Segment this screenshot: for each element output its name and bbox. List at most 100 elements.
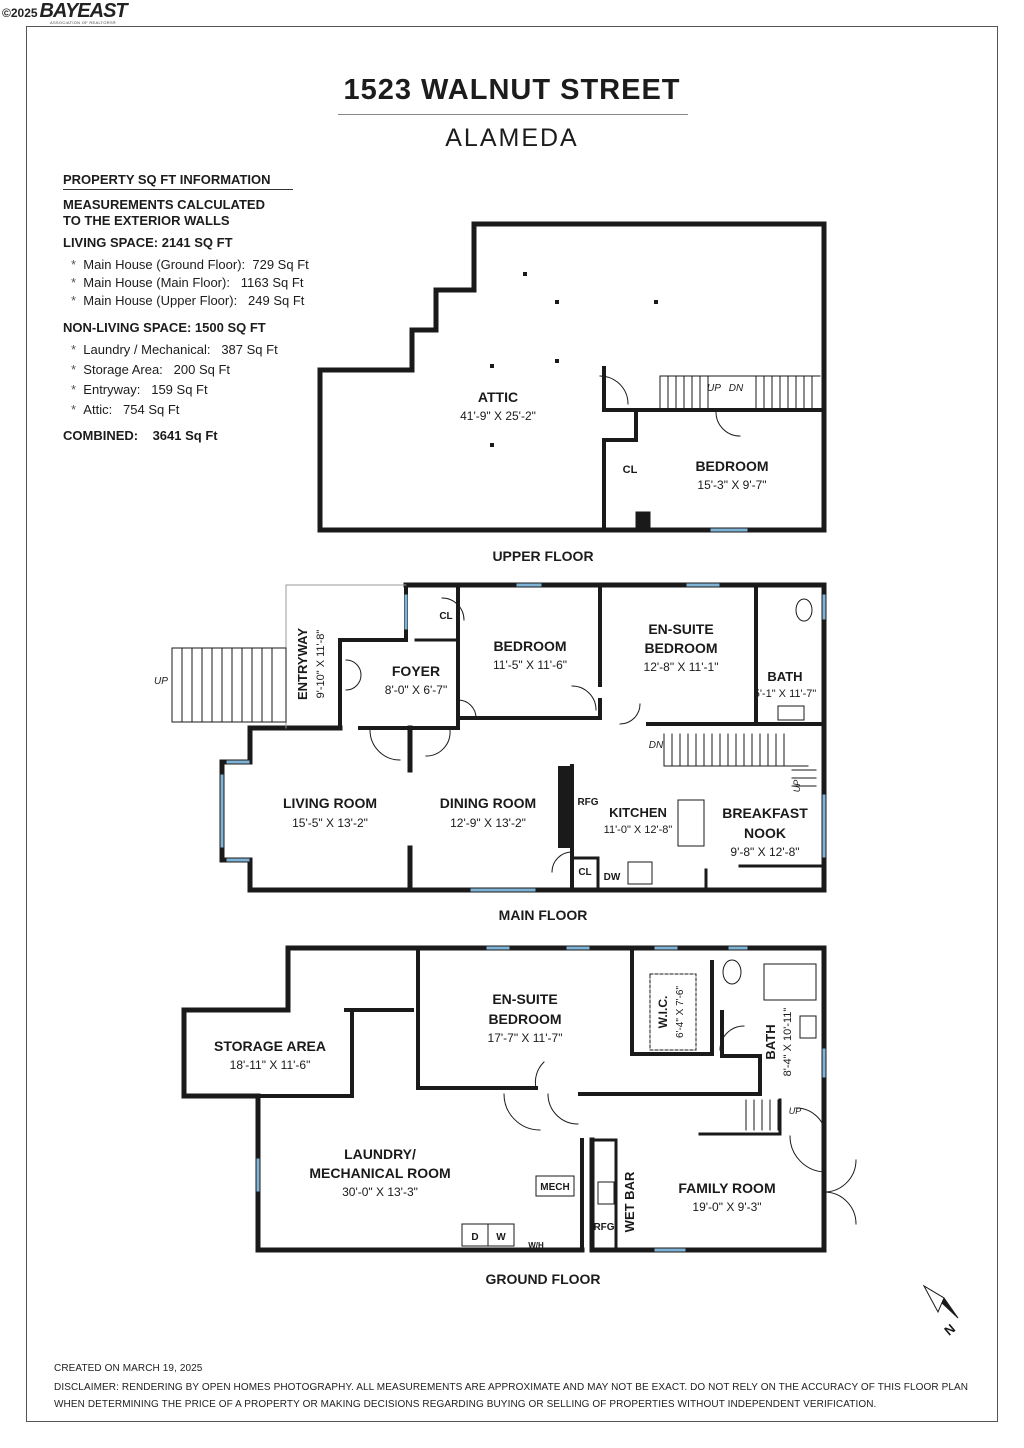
wetbar-mark: WET BAR — [622, 1171, 637, 1232]
bedroom-south-wall — [456, 698, 602, 720]
room-name-line2: MECHANICAL ROOM — [309, 1165, 450, 1181]
disclaimer-line-1: DISCLAIMER: RENDERING BY OPEN HOMES PHOT… — [54, 1382, 969, 1393]
info-note-2: TO THE EXTERIOR WALLS — [63, 213, 230, 228]
bath-wall — [754, 583, 826, 726]
upper-stair-wall — [602, 366, 826, 412]
refrigerator-mark: RFG — [593, 1222, 614, 1233]
room-dims: 6'-4" X 7'-6" — [675, 986, 686, 1039]
dishwasher-mark: DW — [604, 872, 621, 883]
range — [677, 799, 705, 847]
disclaimer-line-2: WHEN DETERMINING THE PRICE OF A PROPERTY… — [54, 1399, 877, 1410]
main-door-swings — [345, 597, 641, 873]
kitchen-sink — [627, 861, 653, 885]
room-dims: 12'-9" X 13'-2" — [450, 816, 526, 830]
upper-door-swing — [599, 375, 629, 405]
room-dims: 9'-8" X 12'-8" — [730, 845, 799, 859]
fireplace-block — [558, 766, 574, 848]
city-title: ALAMEDA — [445, 124, 579, 152]
created-date: CREATED ON MARCH 19, 2025 — [54, 1363, 203, 1374]
compass-arrow-half — [922, 1284, 945, 1314]
ground-bath-sink — [799, 1015, 817, 1039]
room-name: DINING ROOM — [440, 795, 536, 811]
room-name: LIVING ROOM — [283, 795, 377, 811]
nonliving-item: * Storage Area: 200 Sq Ft — [71, 362, 231, 377]
water-heater-mark: W/H — [528, 1241, 544, 1250]
combined-line: COMBINED: 3641 Sq Ft — [63, 428, 218, 443]
ground-door-swings — [503, 1025, 857, 1225]
room-dims: 5'-1" X 11'-7" — [754, 688, 817, 700]
upper-floor-labels: ATTIC 41'-9" X 25'-2" BEDROOM 15'-3" X 9… — [460, 383, 768, 492]
room-dims: 15'-3" X 9'-7" — [697, 478, 766, 492]
stair-up-mark: UP — [792, 780, 802, 793]
room-dims: 9'-10" X 11'-8" — [315, 630, 327, 699]
room-name-line2: NOOK — [744, 825, 786, 841]
room-name: EN-SUITE — [492, 991, 557, 1007]
storage-wall — [182, 1008, 354, 1098]
room-name-line2: BEDROOM — [644, 640, 717, 656]
room-dims: 11'-5" X 11'-6" — [493, 658, 567, 672]
stair-down-mark: DN — [649, 740, 664, 751]
brand-text: BAYEAST — [39, 0, 128, 22]
room-name: STORAGE AREA — [214, 1038, 326, 1054]
room-name: KITCHEN — [609, 805, 667, 820]
nonliving-item: * Attic: 754 Sq Ft — [71, 402, 180, 417]
ground-toilet — [722, 959, 742, 985]
room-dims: 19'-0" X 9'-3" — [692, 1200, 761, 1214]
room-name: BATH — [767, 669, 802, 684]
wetbar-wall — [590, 1138, 618, 1252]
nonliving-item: * Laundry / Mechanical: 387 Sq Ft — [71, 342, 278, 357]
upper-closet-post — [635, 511, 651, 531]
stair-up-mark: UP — [154, 676, 168, 687]
exterior-steps — [171, 647, 287, 723]
mech-box — [535, 1175, 575, 1197]
ground-outer-wall-east — [285, 945, 827, 1253]
copyright-text: ©2025 — [2, 6, 38, 20]
room-dims: 15'-5" X 13'-2" — [292, 816, 368, 830]
bathtub — [763, 963, 817, 1001]
attic-posts — [490, 272, 658, 447]
attic-outer-wall — [317, 221, 827, 533]
room-name: BATH — [763, 1024, 778, 1059]
main-floor-label: MAIN FLOOR — [498, 907, 588, 923]
room-name: FAMILY ROOM — [678, 1180, 775, 1196]
closet-mark: CL — [578, 867, 591, 878]
room-name: BEDROOM — [493, 638, 566, 654]
upper-stairs — [659, 375, 821, 409]
compass-label: N — [941, 1321, 958, 1339]
main-toilet — [795, 598, 813, 622]
living-item: * Main House (Main Floor): 1163 Sq Ft — [71, 275, 304, 290]
nonliving-item: * Entryway: 159 Sq Ft — [71, 382, 208, 397]
room-dims: 11'-0" X 12'-8" — [604, 824, 673, 836]
bayeast-logo: ©2025 BAYEAST ASSOCIATION OF REALTORS® — [2, 0, 128, 25]
upper-closet-wall — [602, 410, 638, 442]
room-dims: 17'-7" X 11'-7" — [488, 1031, 563, 1045]
mech-mark: MECH — [540, 1182, 569, 1193]
room-name: ENTRYWAY — [295, 628, 310, 700]
kitchen-closet-wall — [570, 856, 600, 892]
room-dims: 18'-11" X 11'-6" — [230, 1058, 311, 1072]
info-note-1: MEASUREMENTS CALCULATED — [63, 197, 265, 212]
dryer-mark: D — [471, 1232, 478, 1243]
wetbar-sink — [597, 1181, 615, 1205]
main-floor-labels: ENTRYWAY 9'-10" X 11'-8" FOYER 8'-0" X 6… — [154, 611, 816, 883]
main-stairs — [663, 733, 817, 787]
brand-tagline: ASSOCIATION OF REALTORS® — [50, 20, 117, 25]
living-item: * Main House (Ground Floor): 729 Sq Ft — [71, 257, 309, 272]
room-dims: 8'-4" X 10'-11" — [782, 1008, 794, 1077]
room-dims: 30'-0" X 13'-3" — [342, 1185, 418, 1199]
wic-rod — [649, 973, 697, 1051]
upper-floor-label: UPPER FLOOR — [492, 548, 594, 564]
room-name-line2: BEDROOM — [488, 1011, 561, 1027]
washer-mark: W — [496, 1232, 506, 1243]
room-dims: 8'-0" X 6'-7" — [385, 683, 447, 697]
wic-wall — [630, 946, 714, 1056]
ground-floor-labels: STORAGE AREA 18'-11" X 11'-6" EN-SUITE B… — [214, 986, 801, 1250]
refrigerator-mark: RFG — [577, 797, 598, 808]
ground-stairs — [745, 1099, 779, 1131]
main-floor-plan — [171, 582, 827, 893]
info-heading: PROPERTY SQ FT INFORMATION — [63, 172, 293, 190]
room-name: ATTIC — [478, 389, 518, 405]
stair-down-mark: DN — [729, 383, 744, 394]
bath-sink — [777, 705, 805, 721]
